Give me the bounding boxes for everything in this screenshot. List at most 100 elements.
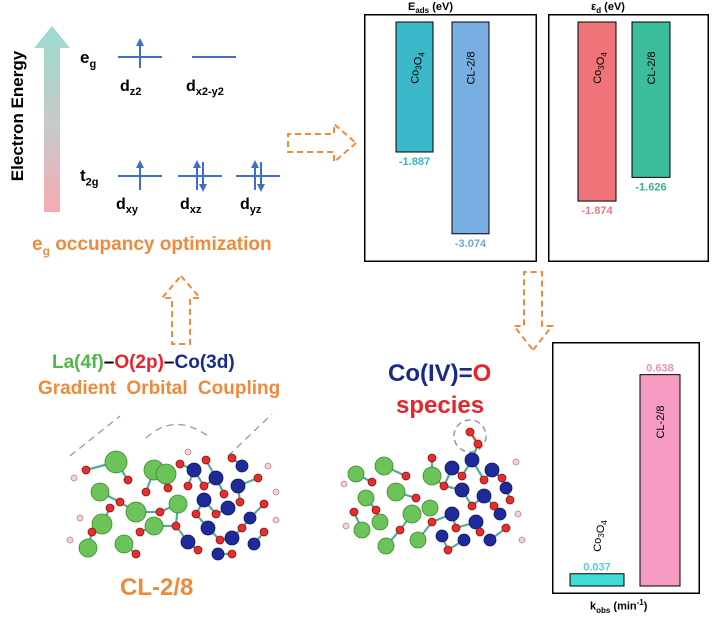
o-atom — [479, 475, 489, 485]
la-atom — [91, 513, 113, 535]
co-atom — [224, 530, 240, 546]
co-atom — [186, 462, 202, 478]
co-atom — [499, 481, 513, 495]
co-atom — [243, 511, 257, 525]
species-title: Co(IV)=O — [388, 360, 492, 387]
la-atom — [104, 450, 128, 474]
bar-value-label: 0.638 — [646, 363, 674, 375]
o-atom — [259, 527, 269, 537]
o-atom — [115, 497, 125, 507]
o-atom — [237, 523, 247, 533]
o-atom — [475, 527, 485, 537]
structure-label: CL-2/8 — [120, 574, 194, 601]
dyz-label: dyz — [240, 196, 262, 217]
dz2-label: dz2 — [120, 78, 142, 99]
co-atom — [208, 470, 224, 486]
h-atom — [70, 474, 78, 482]
o-atom — [427, 517, 437, 527]
o-atom — [443, 545, 453, 555]
co-atom — [435, 529, 449, 543]
bar-co3o4 — [569, 573, 625, 587]
h-atom — [184, 448, 192, 456]
co-atom — [483, 533, 497, 547]
o-atom — [467, 501, 477, 511]
la-atom — [347, 465, 365, 483]
o-atom — [175, 459, 185, 469]
eg-occupancy-caption: eg occupancy optimization — [32, 234, 272, 258]
h-atom — [514, 510, 522, 518]
coupling-subtitle: Gradient Orbital Coupling — [38, 378, 281, 399]
o-atom — [227, 549, 237, 559]
o-atom — [235, 497, 245, 507]
o-atom — [131, 549, 141, 559]
co-atom — [444, 506, 460, 522]
co-atom — [220, 500, 236, 516]
o-atom — [395, 525, 405, 535]
co-atom — [235, 459, 249, 473]
structure-left — [66, 413, 280, 561]
o-atom — [489, 501, 499, 511]
co-atom — [247, 537, 261, 551]
h-atom — [272, 488, 280, 496]
bar-co3o4 — [395, 21, 434, 153]
la-atom — [155, 463, 177, 485]
chart-frame — [364, 14, 537, 262]
co-atom — [211, 547, 225, 561]
o-atom — [215, 535, 225, 545]
bar-value-label: -1.626 — [635, 181, 666, 193]
energy-axis-label: Electron Energy — [8, 50, 27, 182]
la-atom — [386, 482, 406, 502]
o-atom — [163, 483, 173, 493]
la-atom — [374, 456, 394, 476]
o-atom — [123, 475, 133, 485]
o-atom — [193, 545, 203, 555]
o-atom — [497, 473, 507, 483]
o-atom — [87, 527, 97, 537]
la-atom — [371, 513, 389, 531]
dashed-arrow-down — [511, 271, 555, 352]
h-atom — [342, 522, 350, 530]
chart2-title: εd (eV) — [591, 1, 625, 16]
co-atom — [444, 460, 460, 476]
o-atom — [183, 481, 193, 491]
o-atom — [219, 489, 229, 499]
la-atom — [421, 499, 439, 517]
o-atom — [105, 503, 115, 513]
bar-co3o4 — [577, 21, 617, 202]
dashed-arrow-up — [159, 274, 203, 345]
co-atom — [464, 452, 480, 468]
h-atom — [66, 536, 74, 544]
o-atom — [199, 481, 209, 491]
o-atom — [505, 495, 515, 505]
o-atom — [473, 439, 483, 449]
bar-cl28 — [451, 21, 490, 235]
chart3-xlabel: kobs (min-1) — [590, 598, 648, 615]
o-atom — [411, 493, 421, 503]
co-atom — [196, 492, 212, 508]
eg-label: eg — [80, 48, 97, 71]
o-atom — [371, 505, 381, 515]
o-atom — [401, 471, 411, 481]
la-atom — [377, 537, 395, 555]
o-atom — [155, 507, 165, 517]
category-label: CL-2/8 — [466, 51, 478, 84]
o-atom — [211, 509, 221, 519]
coupling-title: La(4f)–O(2p)–Co(3d) — [52, 352, 235, 373]
la-atom — [422, 466, 442, 486]
la-atom — [402, 504, 422, 524]
o-atom — [465, 427, 475, 437]
co-atom — [200, 520, 216, 536]
o-atom — [427, 453, 437, 463]
la-atom — [90, 482, 110, 502]
la-atom — [144, 516, 164, 536]
dxy-label: dxy — [116, 196, 139, 217]
bar-cl28 — [639, 374, 681, 587]
bar-value-label: -1.887 — [399, 156, 430, 168]
co-atom — [180, 534, 196, 550]
dxz-label: dxz — [180, 196, 202, 217]
o-atom — [171, 521, 181, 531]
structure-right — [340, 419, 526, 555]
o-atom — [501, 523, 511, 533]
co-atom — [454, 482, 470, 498]
